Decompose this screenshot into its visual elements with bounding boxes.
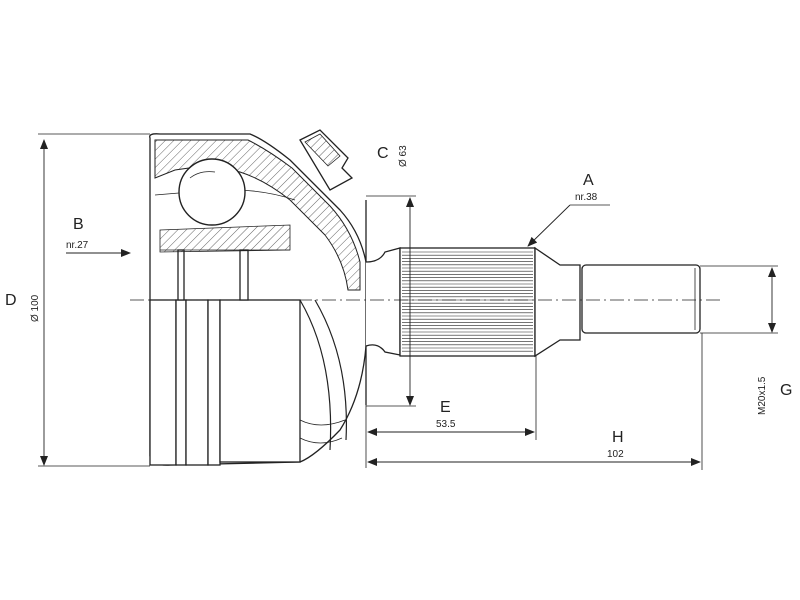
dimension-g — [700, 265, 778, 334]
threaded-end — [581, 264, 701, 334]
label-g-value: M20x1.5 — [757, 376, 768, 415]
shaft-taper — [534, 246, 581, 358]
label-h-value: 102 — [607, 449, 624, 460]
label-e-value: 53.5 — [436, 419, 456, 430]
label-d-value: Ø 100 — [30, 294, 41, 322]
dimension-h — [367, 333, 703, 470]
boot-clamp — [299, 129, 354, 191]
label-a-value: nr.38 — [575, 192, 598, 203]
label-c-letter: C — [377, 145, 389, 162]
dimension-d — [38, 133, 150, 467]
dimension-c — [366, 195, 416, 407]
shaft-neck — [365, 200, 401, 405]
label-g-letter: G — [780, 382, 792, 399]
ball — [178, 158, 246, 226]
label-a-letter: A — [583, 172, 594, 189]
label-b-letter: B — [73, 216, 84, 233]
label-e-letter: E — [440, 399, 451, 416]
label-d-letter: D — [5, 292, 17, 309]
label-c-value: Ø 63 — [398, 145, 409, 167]
dimension-e — [365, 356, 537, 468]
label-h-letter: H — [612, 429, 624, 446]
splined-shaft — [399, 247, 536, 357]
inner-race — [149, 224, 301, 466]
leader-a — [527, 204, 610, 247]
label-b-value: nr.27 — [66, 240, 89, 251]
